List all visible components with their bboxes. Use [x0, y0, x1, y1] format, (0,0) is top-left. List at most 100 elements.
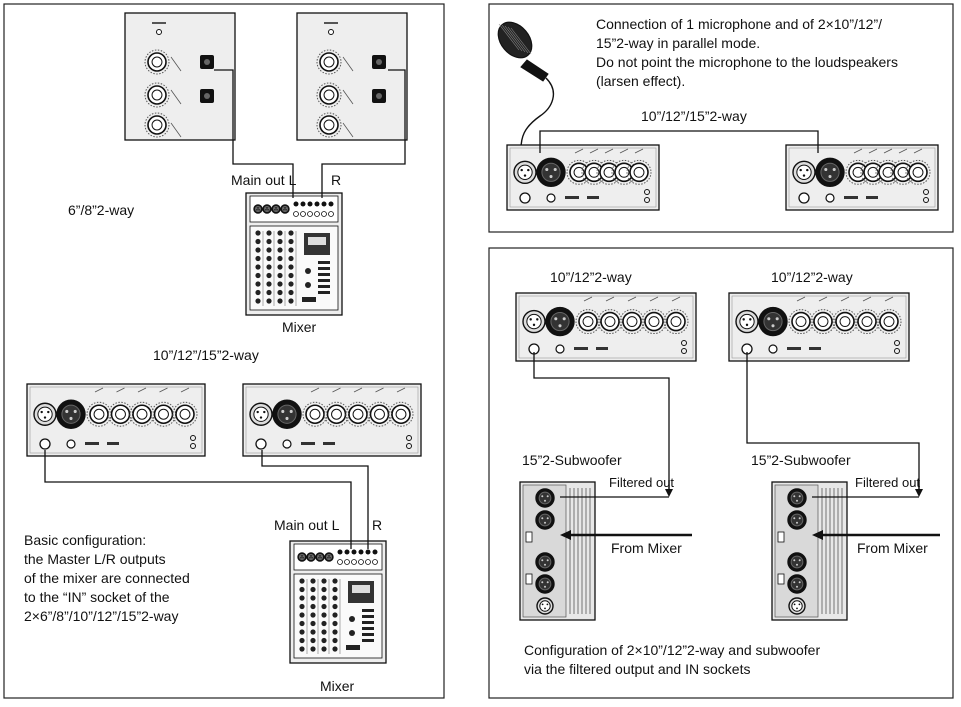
knob-legend — [796, 296, 806, 302]
knob-cap — [151, 119, 163, 131]
xlr-pin — [796, 563, 798, 566]
mixer-knob — [266, 281, 272, 287]
filtered-out-label-right: Filtered out — [855, 475, 921, 490]
audio-cable — [746, 352, 920, 494]
xlr-insert — [539, 600, 551, 612]
knob-legend — [159, 387, 168, 393]
knob — [319, 115, 339, 135]
xlr-pin — [798, 559, 801, 562]
xlr-pin — [546, 559, 549, 562]
mixer-jack — [372, 559, 378, 565]
mixer-jack — [365, 549, 371, 555]
mixer-jack — [337, 559, 343, 565]
xlr-pin — [742, 318, 745, 321]
power-led — [328, 29, 334, 35]
xlr-pin — [301, 557, 303, 559]
xlr-pin — [318, 555, 320, 557]
knob-cap — [795, 316, 807, 328]
xlr-pin — [828, 174, 832, 179]
knob-legend — [342, 122, 354, 138]
mixer-jack — [300, 211, 306, 217]
knob-cap — [912, 166, 924, 178]
knob-legend — [137, 387, 147, 393]
knob-scale — [144, 49, 170, 75]
mixer-knob — [299, 612, 305, 618]
mixer-knob — [266, 255, 272, 262]
mixer — [289, 540, 387, 664]
description-line: Do not point the microphone to the louds… — [596, 54, 898, 70]
subwoofer-label-left: 15”2-Subwoofer — [522, 452, 622, 468]
xlr-pin — [267, 207, 269, 209]
mixer-jack — [372, 549, 378, 555]
led — [190, 443, 196, 449]
mixer-fader-mark — [362, 633, 374, 636]
knob — [110, 404, 131, 425]
xlr-pin — [544, 521, 546, 524]
led — [190, 435, 196, 441]
mixer-knob — [321, 595, 327, 601]
xlr-pin — [798, 495, 801, 498]
mixer-switch — [346, 645, 360, 650]
subwoofer-rear-panel — [519, 481, 596, 621]
xlr-pin — [824, 167, 828, 172]
mixer-knob — [332, 595, 338, 601]
mixer-knob — [310, 586, 316, 593]
audio-cable — [539, 130, 819, 153]
xlr-pin — [799, 168, 802, 172]
xlr-pin — [793, 603, 796, 606]
mixer-knob — [332, 603, 338, 610]
knob-legend — [180, 387, 190, 393]
from-mixer-label-left: From Mixer — [611, 540, 682, 556]
mixer-in-jack-hole — [204, 93, 210, 99]
xlr-pin — [329, 555, 331, 557]
knob — [319, 52, 339, 72]
xlr-pin — [541, 581, 544, 584]
knob-scale — [316, 49, 342, 75]
xlr-insert — [298, 553, 306, 561]
knob-legend — [883, 148, 893, 154]
xlr-pin — [276, 207, 278, 209]
jack-socket — [768, 344, 778, 354]
knob-scale — [172, 401, 198, 427]
knob-scale — [316, 112, 342, 138]
from-mixer-arrow-head — [812, 530, 823, 540]
xlr-pin — [527, 168, 530, 172]
knob-legend — [170, 89, 182, 105]
filtered-out-label-left: Filtered out — [609, 475, 675, 490]
xlr-insert — [763, 311, 783, 332]
speaker-label-right: 10”/12”2-way — [771, 269, 853, 285]
knob-legend — [116, 387, 125, 393]
panel-body — [124, 12, 236, 141]
led — [406, 443, 412, 449]
xlr-pin — [310, 557, 312, 559]
panel-inner — [731, 295, 907, 359]
panel-frames — [3, 3, 954, 699]
mixer-knob — [255, 298, 261, 304]
xlr-pin — [798, 517, 801, 520]
xlr-pin — [258, 207, 260, 209]
mixer-display-screen — [352, 585, 370, 593]
knob — [326, 404, 347, 425]
mixer-jack — [328, 211, 334, 217]
xlr-pin — [529, 318, 532, 321]
xlr-pin — [767, 317, 771, 321]
subwoofer-label-right: 15”2-Subwoofer — [751, 452, 851, 468]
xlr-insert — [517, 164, 533, 180]
knob — [666, 311, 686, 332]
xlr-pin — [544, 585, 546, 588]
mixer-knob — [255, 281, 261, 287]
mixer-label-top: Mixer — [282, 319, 317, 335]
active-speaker-rear-panel — [785, 144, 939, 211]
xlr-pin — [553, 167, 557, 172]
knob-cap — [588, 166, 600, 178]
xlr-pin — [302, 555, 304, 557]
xlr-pin — [796, 521, 798, 524]
xlr-pin — [275, 209, 277, 211]
mixer-jack — [321, 211, 327, 217]
xlr-insert — [263, 205, 271, 213]
mixer-knob — [310, 578, 316, 584]
mixer-knob — [332, 620, 338, 627]
legend-mark — [574, 347, 588, 350]
mixer-knob — [266, 238, 272, 245]
mixer-knob — [299, 620, 305, 627]
